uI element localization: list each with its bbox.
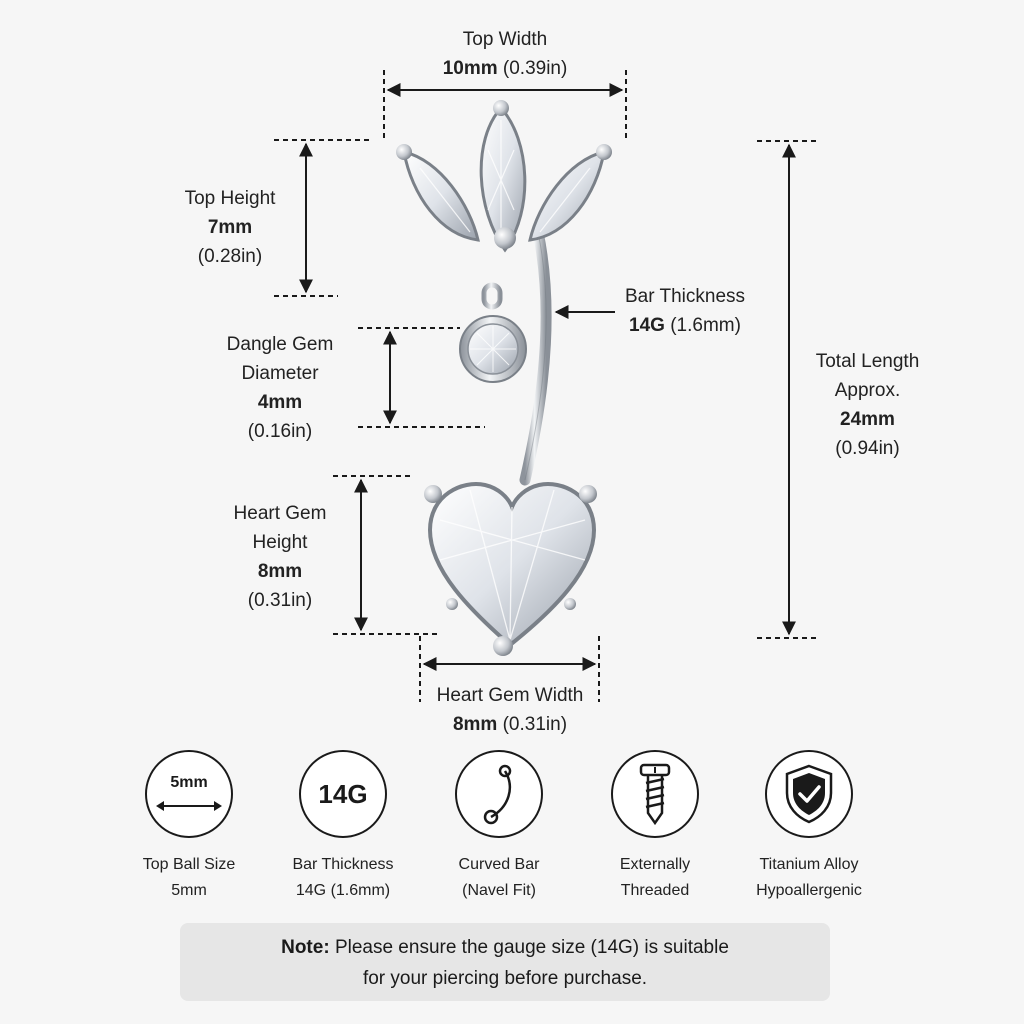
feature-titanium-alloy: Titanium Alloy Hypoallergenic [734,750,884,904]
shield-check-icon [765,750,853,838]
gauge-icon: 14G [299,750,387,838]
total-length-label: Total Length Approx. 24mm (0.94in) [815,351,920,459]
feature-curved-bar: Curved Bar (Navel Fit) [424,750,574,904]
heart-width-label: Heart Gem Width 8mm (0.31in) [436,685,584,735]
top-width-label: Top Width 10mm (0.39in) [442,29,568,79]
feature-externally-threaded: Externally Threaded [580,750,730,904]
ball-size-icon: 5mm [145,750,233,838]
top-marquise-cluster [396,100,612,253]
dangle-gem [459,245,527,383]
curved-bar-icon [455,750,543,838]
curved-bar [519,226,552,486]
feature-bar-thickness: 14G Bar Thickness 14G (1.6mm) [268,750,418,904]
jewelry-dimension-diagram [274,70,820,702]
dangle-gem-label: Dangle Gem Diameter 4mm (0.16in) [226,334,334,442]
screw-icon [611,750,699,838]
heart-gem [424,482,597,656]
heart-height-label: Heart Gem Height 8mm (0.31in) [233,503,327,611]
feature-top-ball: 5mm Top Ball Size 5mm [114,750,264,904]
gauge-note: Note: Please ensure the gauge size (14G)… [180,923,830,1001]
top-height-label: Top Height 7mm (0.28in) [184,188,276,267]
bar-thickness-label: Bar Thickness 14G (1.6mm) [624,286,746,336]
